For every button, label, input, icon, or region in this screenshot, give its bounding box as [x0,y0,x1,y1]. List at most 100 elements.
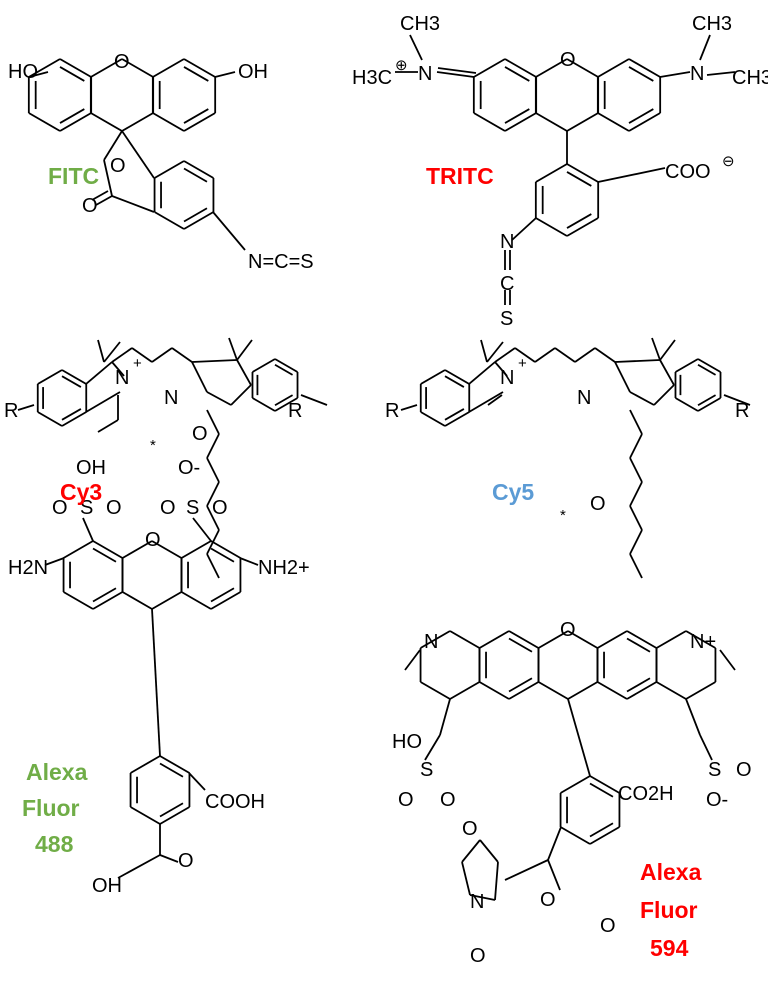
atom-label: * [560,507,566,524]
bond [444,375,465,388]
bond [28,71,49,78]
atom-label: S [420,759,433,781]
bond [629,505,643,531]
atom-label: O [560,49,576,71]
bond [159,755,190,774]
bond [183,112,216,132]
bond [508,630,539,649]
bond [629,529,643,555]
atom-label: R [385,400,399,422]
bond [274,358,298,373]
bond [479,630,510,649]
atom-label: O [178,850,194,872]
bond [59,108,85,124]
atom-label: O [160,497,176,519]
bond [103,341,121,363]
bond [61,411,87,427]
bond [111,361,125,377]
bond [183,207,208,223]
bond [171,347,193,363]
atom-label: + [133,355,142,372]
bond [28,58,61,78]
bond [59,58,92,78]
atom-label: O [145,529,161,551]
atom-label: CH3 [732,67,768,89]
molecule-name: Cy3 [60,479,102,505]
atom-label: CH3 [400,13,440,35]
bond [535,217,568,237]
bond [504,859,549,881]
bond [61,408,82,421]
bond [230,384,252,406]
bond [504,112,537,132]
bond [59,66,85,82]
bond [28,112,61,132]
molecule-name: Alexa [26,759,88,785]
bond [566,58,599,78]
bond [121,58,154,78]
bond [594,347,616,363]
bond [554,347,576,363]
bond [547,826,562,861]
atom-label: O [560,619,576,641]
bond [626,677,651,693]
bond [420,369,446,385]
bond [444,411,470,427]
atom-label: COO [665,161,711,183]
bond [444,369,470,385]
bond [589,775,620,794]
atom-label: O [82,195,98,217]
bond [122,540,153,559]
bond [206,457,220,483]
bond [697,358,721,373]
atom-label: H2N [8,557,48,579]
bond [547,859,561,891]
bond [210,591,241,610]
bond [675,358,699,373]
bond [535,112,568,132]
bond [274,397,298,412]
bond [629,481,643,507]
bond [514,347,536,363]
bond [236,339,253,361]
bond [626,637,651,653]
bond [534,347,556,363]
bond [404,649,421,671]
bond [206,553,220,579]
bond [183,58,216,78]
atom-label: R [4,400,18,422]
bond [656,630,687,649]
bond [130,806,161,825]
bond [538,630,569,649]
bond [479,681,510,700]
bond [629,409,643,435]
bond [214,71,236,78]
bond [597,630,628,649]
bond [92,547,117,563]
bond [191,359,238,363]
atom-label: ⊖ [722,153,735,170]
bond [117,854,161,879]
bond [206,409,220,435]
bond [538,681,569,700]
bond [400,404,418,411]
atom-label: ⊕ [395,57,408,74]
bond [151,347,173,363]
bond [699,34,711,61]
atom-label: N [115,367,129,389]
bond [473,58,506,78]
bond [651,337,661,361]
bond [567,681,598,700]
bond [424,734,441,761]
bond [504,108,530,124]
bond [659,339,676,361]
atom-label: N [500,231,514,253]
bond [628,66,654,82]
bond [97,339,105,363]
bond [121,130,155,179]
bond [154,211,185,230]
bond [597,58,630,78]
atom-label: NH2+ [258,557,310,579]
atom-label: S [708,759,721,781]
bond [697,363,717,376]
